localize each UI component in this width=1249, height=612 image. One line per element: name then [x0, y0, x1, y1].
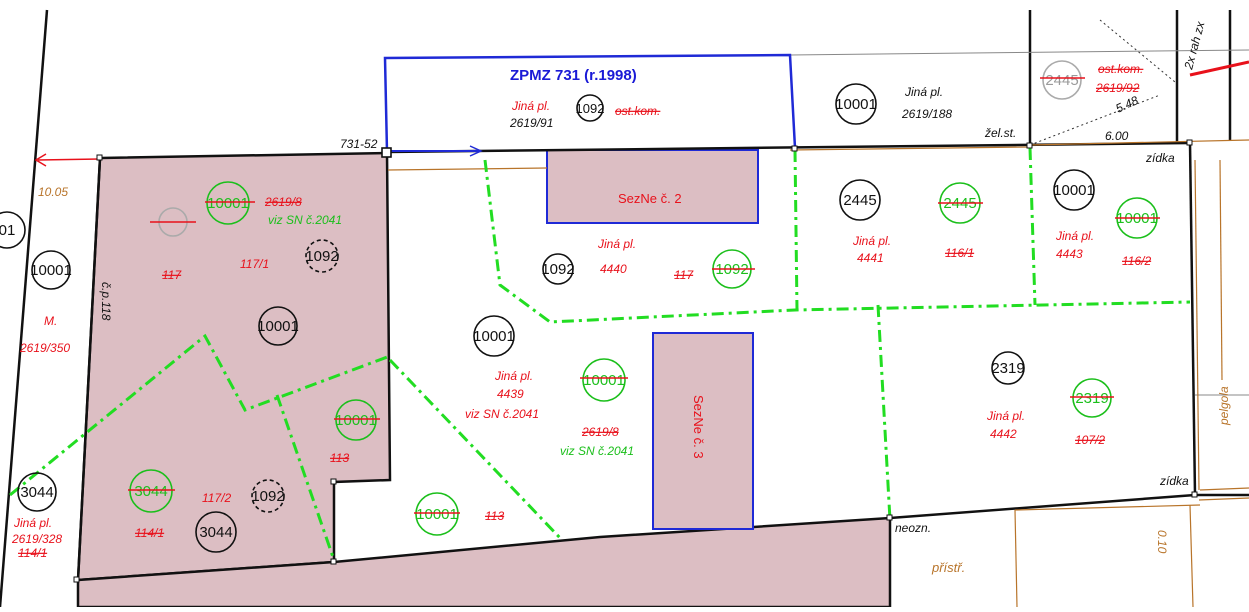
viz-sn-label: viz SN č.2041 — [268, 213, 342, 227]
parcel-id: 117/1 — [240, 257, 269, 271]
parcel-id: 2619/188 — [901, 107, 952, 121]
parcel-old: 116/1 — [945, 246, 974, 260]
parcel-id: 2619/92 — [1095, 81, 1140, 95]
land-use-label: Jiná pl. — [904, 85, 943, 99]
viz-sn-label: viz SN č.2041 — [560, 444, 634, 458]
land-use-label: Jiná pl. — [511, 99, 550, 113]
strike-lines — [128, 77, 1160, 514]
parcel-old: 107/2 — [1075, 433, 1105, 447]
parcel-numbers: 2445 10001 10001 1092 2445 2445 10001 10… — [0, 72, 1158, 541]
wall-label: zídka — [1159, 474, 1189, 488]
unmarked-label: neozn. — [895, 521, 931, 535]
parcel-id: 2619/350 — [19, 341, 70, 355]
circle-label: 3044 — [134, 483, 167, 500]
circle-label: 2445 — [1045, 72, 1078, 89]
grey-lines — [789, 49, 1249, 396]
parcel-old: 116/2 — [1122, 254, 1151, 268]
land-use-label: Jiná pl. — [13, 516, 52, 530]
ost-kom-label: ost.kom. — [615, 104, 660, 118]
building-sezne-3[interactable] — [652, 332, 754, 530]
land-use-label: Jiná pl. — [852, 234, 891, 248]
parcel-number: 4440 — [600, 262, 627, 276]
parcel-number: 4443 — [1056, 247, 1083, 261]
zpmz-title: ZPMZ 731 (r.1998) — [510, 67, 637, 84]
parcel-id: 2619/91 — [509, 116, 553, 130]
dimension-label: 6.00 — [1105, 129, 1129, 143]
circle-label: 1092 — [251, 488, 284, 505]
viz-sn-label: viz SN č.2041 — [465, 407, 539, 421]
house-number: č.p.118 — [99, 282, 113, 321]
zel-st-label: žel.st. — [984, 126, 1016, 140]
parcel-old: 117 — [162, 268, 182, 282]
survey-points — [73, 139, 1198, 583]
wall-label: zídka — [1145, 151, 1175, 165]
circle-label: 2319 — [991, 360, 1024, 377]
parcel-old: 2619/8 — [581, 425, 619, 439]
parcel-number: 4439 — [497, 387, 524, 401]
circle-label: 10001 — [583, 372, 625, 389]
circle-label: 10001 — [257, 318, 299, 335]
parcel-old: 113 — [330, 451, 349, 465]
circle-label: 10001 — [473, 328, 515, 345]
circle-label: 1092 — [541, 261, 574, 278]
circle-label: 2319 — [1075, 390, 1108, 407]
circle-label: 2445 — [843, 192, 876, 209]
circle-label: 1092 — [305, 248, 338, 265]
shelter-label: přístř. — [931, 560, 965, 575]
ost-kom-label: ost.kom. — [1098, 62, 1143, 76]
rah-label: 2x rah zx — [1181, 19, 1208, 72]
parcel-old: 2619/8 — [264, 195, 302, 209]
land-use-label: Jiná pl. — [986, 409, 1025, 423]
circle-label: 10001 — [207, 195, 249, 212]
circle-label: 01 — [0, 222, 15, 239]
circle-label: 10001 — [1053, 182, 1095, 199]
circle-label: 1092 — [576, 101, 605, 116]
circle-label: 3044 — [20, 484, 53, 501]
parcel-old: 114/1 — [18, 546, 47, 560]
dimension-label: 5.48 — [1113, 93, 1140, 116]
building-sezne-2[interactable] — [546, 149, 759, 224]
control-point-marker[interactable] — [381, 147, 392, 158]
parcel-number: 4442 — [990, 427, 1017, 441]
circle-label: 10001 — [416, 506, 458, 523]
circle-label: 3044 — [199, 524, 232, 541]
building-label: SezNe č. 3 — [691, 395, 706, 459]
land-use-label: Jiná pl. — [1055, 229, 1094, 243]
easement-lines — [9, 147, 1191, 561]
land-use-label: Jiná pl. — [597, 237, 636, 251]
parcel-old: 114/1 — [135, 526, 164, 540]
land-use-label: Jiná pl. — [494, 369, 533, 383]
parcel-id: 117/2 — [202, 491, 231, 505]
circle-label: 10001 — [835, 96, 877, 113]
circle-label: 10001 — [335, 412, 377, 429]
circle-label: 10001 — [30, 262, 72, 279]
dimension-label: 0.10 — [1155, 530, 1169, 554]
parcel-id: 2619/328 — [11, 532, 62, 546]
parcel-old: 117 — [674, 268, 694, 282]
parcel-old: 113 — [485, 509, 504, 523]
point-number: 731-52 — [340, 137, 378, 151]
building-label: SezNe č. 2 — [618, 191, 682, 206]
parcel-boundaries — [0, 9, 1249, 608]
parcel-fill-left[interactable] — [76, 151, 392, 582]
parcel-number: 4441 — [857, 251, 884, 265]
dimension-label: 10.05 — [38, 185, 68, 199]
pergola-label: pelgola — [1217, 386, 1231, 426]
m-label: M. — [44, 314, 57, 328]
zpmz-boundary — [383, 53, 797, 153]
fence-lines — [387, 139, 1249, 608]
